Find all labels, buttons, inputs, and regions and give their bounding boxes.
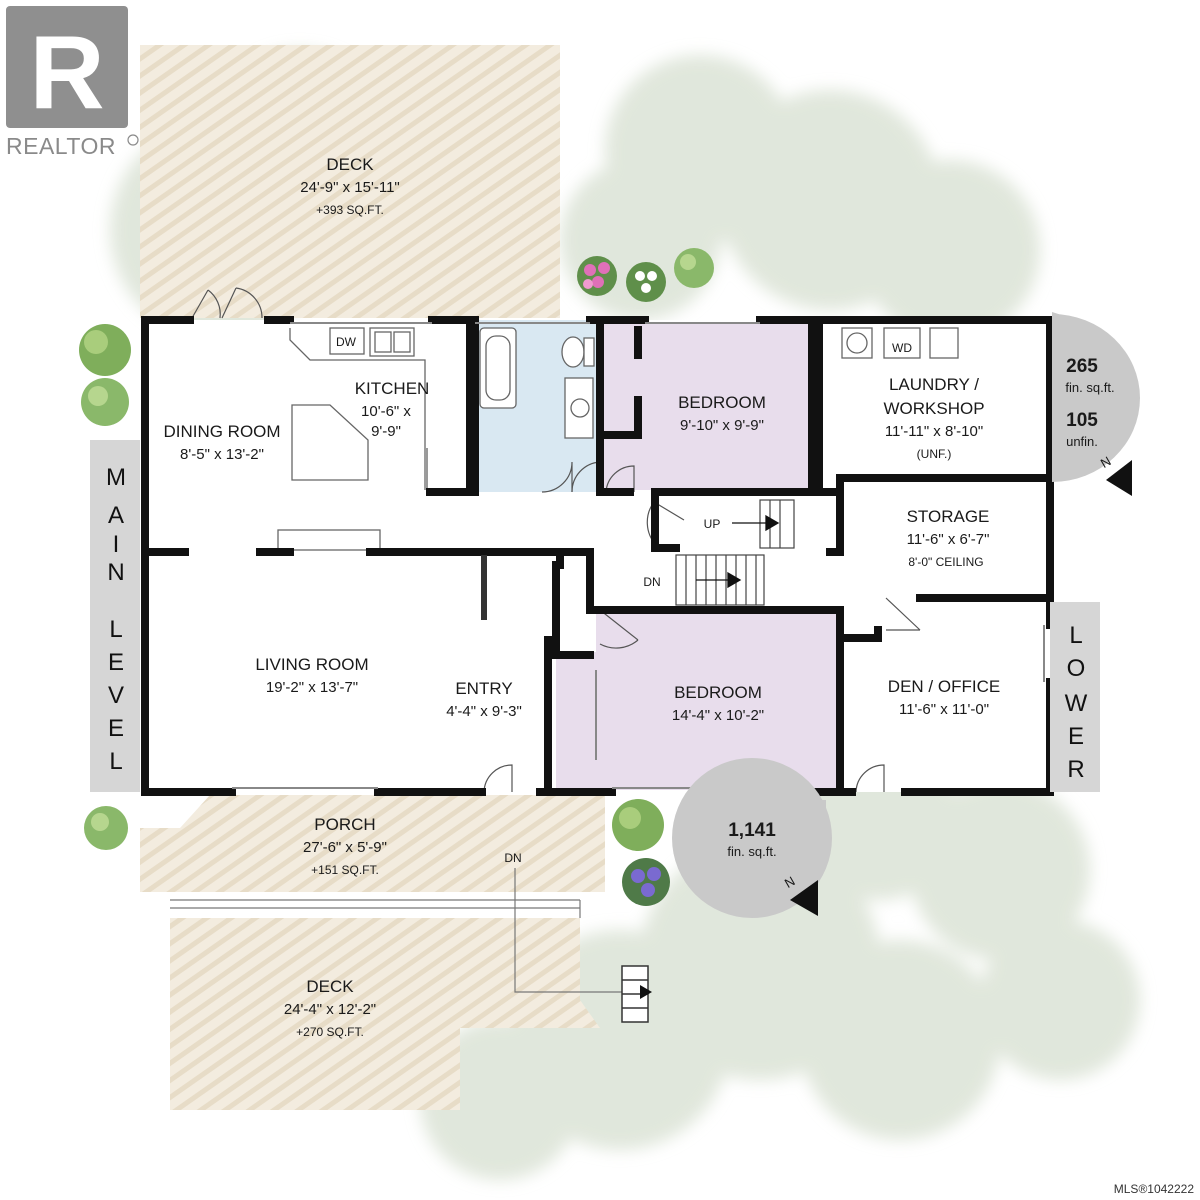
washer-dryer-label: WD: [892, 341, 912, 355]
deck-bottom-name: DECK: [306, 977, 354, 996]
lower-level-letter: O: [1067, 655, 1086, 682]
registered-mark-icon: [127, 134, 139, 146]
dining-room-name: DINING ROOM: [163, 422, 280, 441]
lower-level-label: L O W E R: [1065, 622, 1088, 783]
realtor-logo: R: [6, 6, 128, 131]
storage-dims: 11'-6" x 6'-7": [907, 531, 990, 548]
kitchen-dims-2: 9'-9": [371, 423, 401, 440]
main-level-letter: L: [109, 616, 122, 643]
porch-surface: [140, 795, 605, 892]
entry-name: ENTRY: [455, 679, 512, 698]
lower-level-letter: W: [1065, 690, 1088, 717]
deck-bottom-dims: 24'-4" x 12'-2": [284, 1001, 376, 1018]
bedroom-1-name: BEDROOM: [678, 393, 766, 412]
stairs-up-label: UP: [704, 517, 721, 531]
laundry-dims: 11'-11" x 8'-10": [885, 423, 983, 440]
laundry-tub: [929, 327, 959, 359]
toilet: [561, 336, 585, 368]
den-office-name: DEN / OFFICE: [888, 677, 1000, 696]
deck-bottom-surface: [170, 918, 600, 1110]
closet-floor: [556, 652, 596, 790]
kitchen-counter: [289, 328, 426, 490]
dishwasher-box: [329, 327, 365, 355]
lower-level-letter: R: [1067, 756, 1084, 783]
lower-level-letter: E: [1068, 723, 1084, 750]
porch-dims: 27'-6" x 5'-9": [303, 839, 387, 856]
deck-top-dims: 24'-9" x 15'-11": [300, 179, 400, 196]
kitchen-island: [291, 404, 369, 481]
lower-level-strip: [1050, 602, 1100, 792]
lower-fin-value: 265: [1066, 356, 1098, 377]
main-level-letter: I: [113, 531, 120, 558]
lower-unfin-value: 105: [1066, 410, 1098, 431]
logo-letter: R: [29, 15, 104, 131]
bedroom-1-dims: 9'-10" x 9'-9": [680, 417, 764, 434]
flower-bush-icon: [577, 256, 670, 906]
living-room-dims: 19'-2" x 13'-7": [266, 679, 358, 696]
main-level-strip: [90, 440, 140, 792]
washer-dryer-box: [883, 327, 921, 359]
laundry-name: LAUNDRY /: [889, 375, 979, 394]
shrub-icon: [79, 248, 714, 851]
main-level-letter: L: [109, 748, 122, 775]
fixtures: [277, 327, 959, 551]
main-level-letter: E: [108, 649, 124, 676]
storage-name: STORAGE: [907, 507, 990, 526]
porch-rails: [170, 868, 640, 993]
kitchen-dims: 10'-6" x: [361, 403, 411, 420]
entry-dims: 4'-4" x 9'-3": [446, 703, 522, 720]
north-arrow-icon: [790, 880, 818, 916]
lower-level-letter: L: [1069, 622, 1082, 649]
lower-fin-label: fin. sq.ft.: [1065, 380, 1114, 395]
storage-ceiling: 8'-0" CEILING: [908, 555, 983, 569]
stair-arrows: [696, 514, 780, 589]
kitchen-name: KITCHEN: [355, 379, 430, 398]
laundry-name-2: WORKSHOP: [883, 399, 984, 418]
laundry-note: (UNF.): [917, 447, 952, 461]
dining-room-dims: 8'-5" x 13'-2": [180, 446, 264, 463]
main-level-letter: E: [108, 715, 124, 742]
main-fin-label: fin. sq.ft.: [727, 844, 776, 859]
main-fin-value: 1,141: [728, 820, 776, 841]
porch-area: +151 SQ.FT.: [311, 863, 379, 877]
main-level-letter: N: [107, 559, 124, 586]
bedroom-2-name: BEDROOM: [674, 683, 762, 702]
deck-bottom-area: +270 SQ.FT.: [296, 1025, 364, 1039]
walls: [141, 316, 1054, 796]
main-level-letter: V: [108, 682, 124, 709]
porch-name: PORCH: [314, 815, 375, 834]
mls-number: MLS®1042222: [1114, 1182, 1195, 1196]
deck-top-surface: [140, 45, 560, 318]
deck-top-area: +393 SQ.FT.: [316, 203, 384, 217]
dishwasher-label: DW: [336, 335, 357, 349]
north-arrow-icon: [1106, 460, 1132, 496]
lower-unfin-label: unfin.: [1066, 434, 1098, 449]
main-level-letter: M: [106, 464, 126, 491]
fireplace-hearth: [277, 529, 381, 551]
logo-text: REALTOR: [6, 133, 116, 159]
main-level-label: M A I N L E V E L: [106, 464, 126, 775]
deck-top-name: DECK: [326, 155, 374, 174]
den-office-dims: 11'-6" x 11'-0": [899, 701, 989, 718]
porch-steps-down-label: DN: [504, 851, 521, 865]
stairs-down-label: DN: [643, 575, 660, 589]
main-level-letter: A: [108, 502, 124, 529]
lower-area-badge-shape: [1052, 314, 1140, 482]
bedroom-2-dims: 14'-4" x 10'-2": [672, 707, 764, 724]
steps-arrow-icon: [640, 985, 652, 999]
main-area-badge-circle: [672, 758, 832, 918]
living-room-name: LIVING ROOM: [255, 655, 368, 674]
